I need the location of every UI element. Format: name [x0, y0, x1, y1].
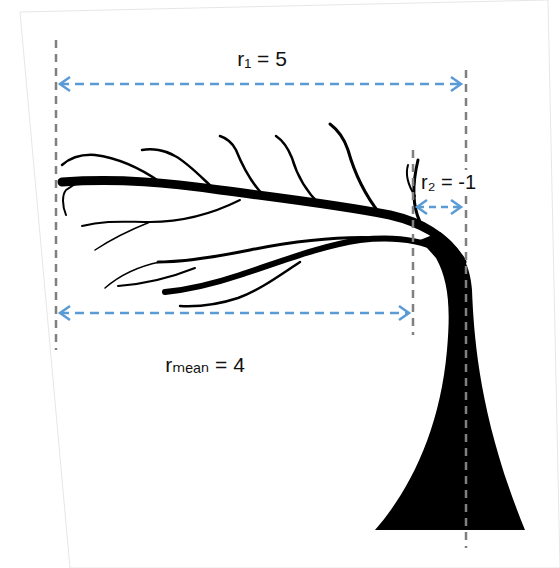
dimension-label: r₁ = 5	[234, 46, 290, 71]
tree-branches	[62, 124, 462, 306]
tree-trunk	[375, 232, 525, 530]
paper-sheet	[20, 0, 560, 568]
reference-lines	[56, 40, 466, 548]
dimension-label: rₘₑₐₙ = 4	[162, 352, 248, 377]
dimension-label: r₂ = -1	[418, 170, 479, 194]
dimension-arrows	[60, 77, 461, 320]
